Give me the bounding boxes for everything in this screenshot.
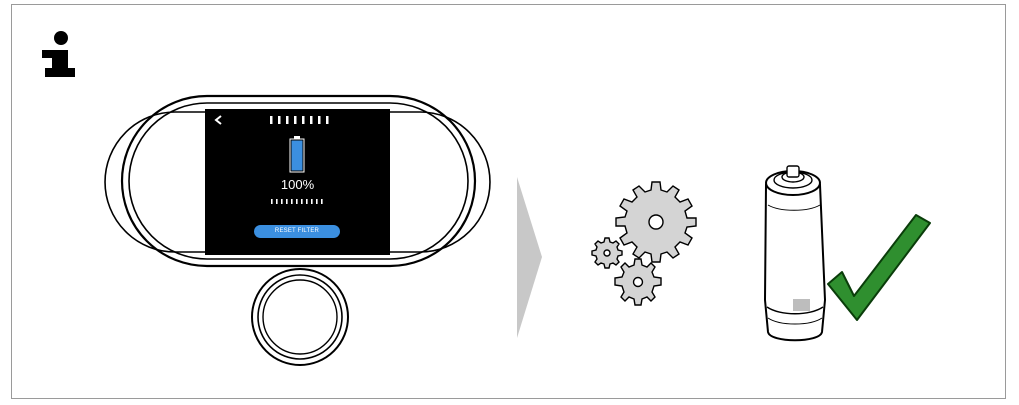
battery-percent: 100% <box>205 177 390 192</box>
battery-icon <box>290 136 304 172</box>
knob-icon[interactable] <box>252 269 348 365</box>
filter-cartridge-icon <box>765 166 825 340</box>
arrow-right-icon <box>517 177 542 338</box>
checkmark-icon <box>828 215 930 320</box>
gears-icon <box>592 182 696 305</box>
reset-filter-button[interactable]: RESET FILTER <box>254 225 340 238</box>
info-i-icon <box>42 31 75 77</box>
